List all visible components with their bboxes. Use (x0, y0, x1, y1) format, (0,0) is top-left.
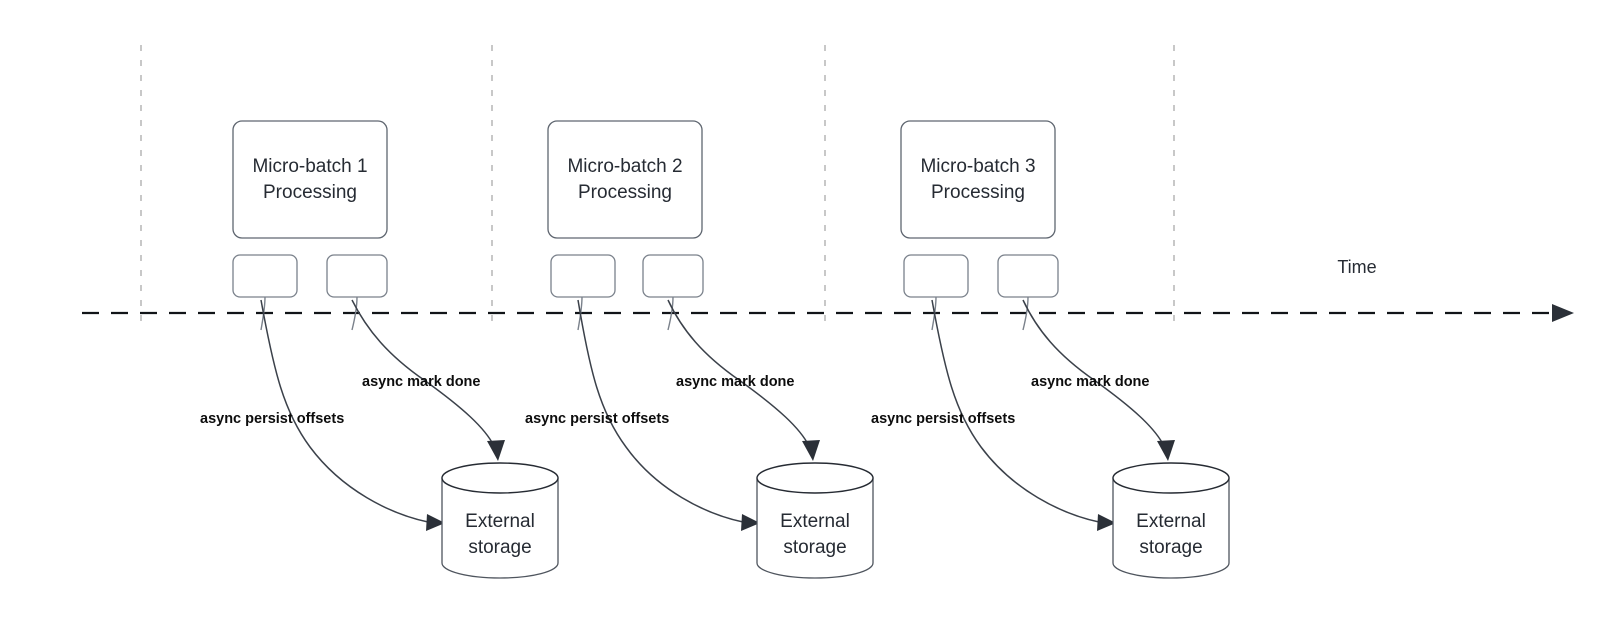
micro-batch-1-persist-offsets-arrowhead (426, 514, 445, 531)
micro-batch-3-mark-done-label: async mark done (1031, 374, 1149, 390)
micro-batch-2-persist-offsets-label: async persist offsets (525, 411, 669, 427)
time-axis-label: Time (1337, 257, 1376, 277)
micro-batch-1-mark-done-arrowhead (487, 440, 505, 461)
micro-batch-2-mark-done-arrowhead (802, 440, 820, 461)
micro-batch-2-storage-label-line1: External (780, 511, 850, 532)
micro-batch-1-persist-offsets-edge (260, 299, 429, 523)
micro-batch-1-label-line1: Micro-batch 1 (252, 156, 367, 177)
micro-batch-2-mark-done-task[interactable] (642, 254, 704, 298)
micro-batch-3-mark-done-arrowhead (1157, 440, 1175, 461)
micro-batch-2-box[interactable] (547, 120, 703, 239)
micro-batch-1-mark-done-edge (351, 299, 495, 447)
micro-batch-2-storage-label-line2: storage (783, 537, 846, 558)
micro-batch-3-external-storage[interactable]: External storage (1112, 462, 1230, 579)
micro-batch-2-label-line2: Processing (578, 182, 672, 203)
micro-batch-2-markdone-stem (667, 296, 674, 331)
micro-batch-3-label-line2: Processing (931, 182, 1025, 203)
micro-batch-3-storage-label-line1: External (1136, 511, 1206, 532)
micro-batch-1-box[interactable] (232, 120, 388, 239)
time-axis-arrowhead (1552, 304, 1574, 322)
micro-batch-3-persist-offsets-label: async persist offsets (871, 411, 1015, 427)
micro-batch-2-persist-offsets-task[interactable] (550, 254, 616, 298)
micro-batch-2-mark-done-label: async mark done (676, 374, 794, 390)
micro-batch-2-label-line1: Micro-batch 2 (567, 156, 682, 177)
micro-batch-1-storage-label-line2: storage (468, 537, 531, 558)
micro-batch-2-persist-offsets-edge (577, 299, 744, 523)
micro-batch-1-mark-done-label: async mark done (362, 374, 480, 390)
micro-batch-2-group: Micro-batch 2 Processing async persist o… (525, 120, 874, 579)
micro-batch-1-external-storage[interactable]: External storage (441, 462, 559, 579)
micro-batch-1-storage-label-line1: External (465, 511, 535, 532)
micro-batch-1-markdone-stem (351, 296, 358, 331)
micro-batch-3-persist-offsets-task[interactable] (903, 254, 969, 298)
micro-batch-3-mark-done-task[interactable] (997, 254, 1059, 298)
tick-lines-group (140, 45, 1175, 325)
micro-batch-1-persist-offsets-label: async persist offsets (200, 411, 344, 427)
micro-batch-1-mark-done-task[interactable] (326, 254, 388, 298)
micro-batch-3-persist-offsets-arrowhead (1097, 514, 1116, 531)
micro-batch-1-persist-offsets-task[interactable] (232, 254, 298, 298)
micro-batch-2-mark-done-edge (667, 299, 810, 447)
micro-batch-2-external-storage[interactable]: External storage (756, 462, 874, 579)
micro-batch-2-persist-offsets-arrowhead (741, 514, 760, 531)
micro-batch-3-label-line1: Micro-batch 3 (920, 156, 1035, 177)
micro-batch-1-label-line2: Processing (263, 182, 357, 203)
micro-batch-1-group: Micro-batch 1 Processing async persist o… (200, 120, 559, 579)
micro-batch-3-markdone-stem (1022, 296, 1029, 331)
micro-batch-3-group: Micro-batch 3 Processing async persist o… (871, 120, 1230, 579)
micro-batch-3-mark-done-edge (1022, 299, 1165, 447)
micro-batch-3-storage-label-line2: storage (1139, 537, 1202, 558)
micro-batch-3-persist-offsets-edge (931, 299, 1100, 523)
micro-batch-3-box[interactable] (900, 120, 1056, 239)
time-axis-group (82, 304, 1574, 322)
